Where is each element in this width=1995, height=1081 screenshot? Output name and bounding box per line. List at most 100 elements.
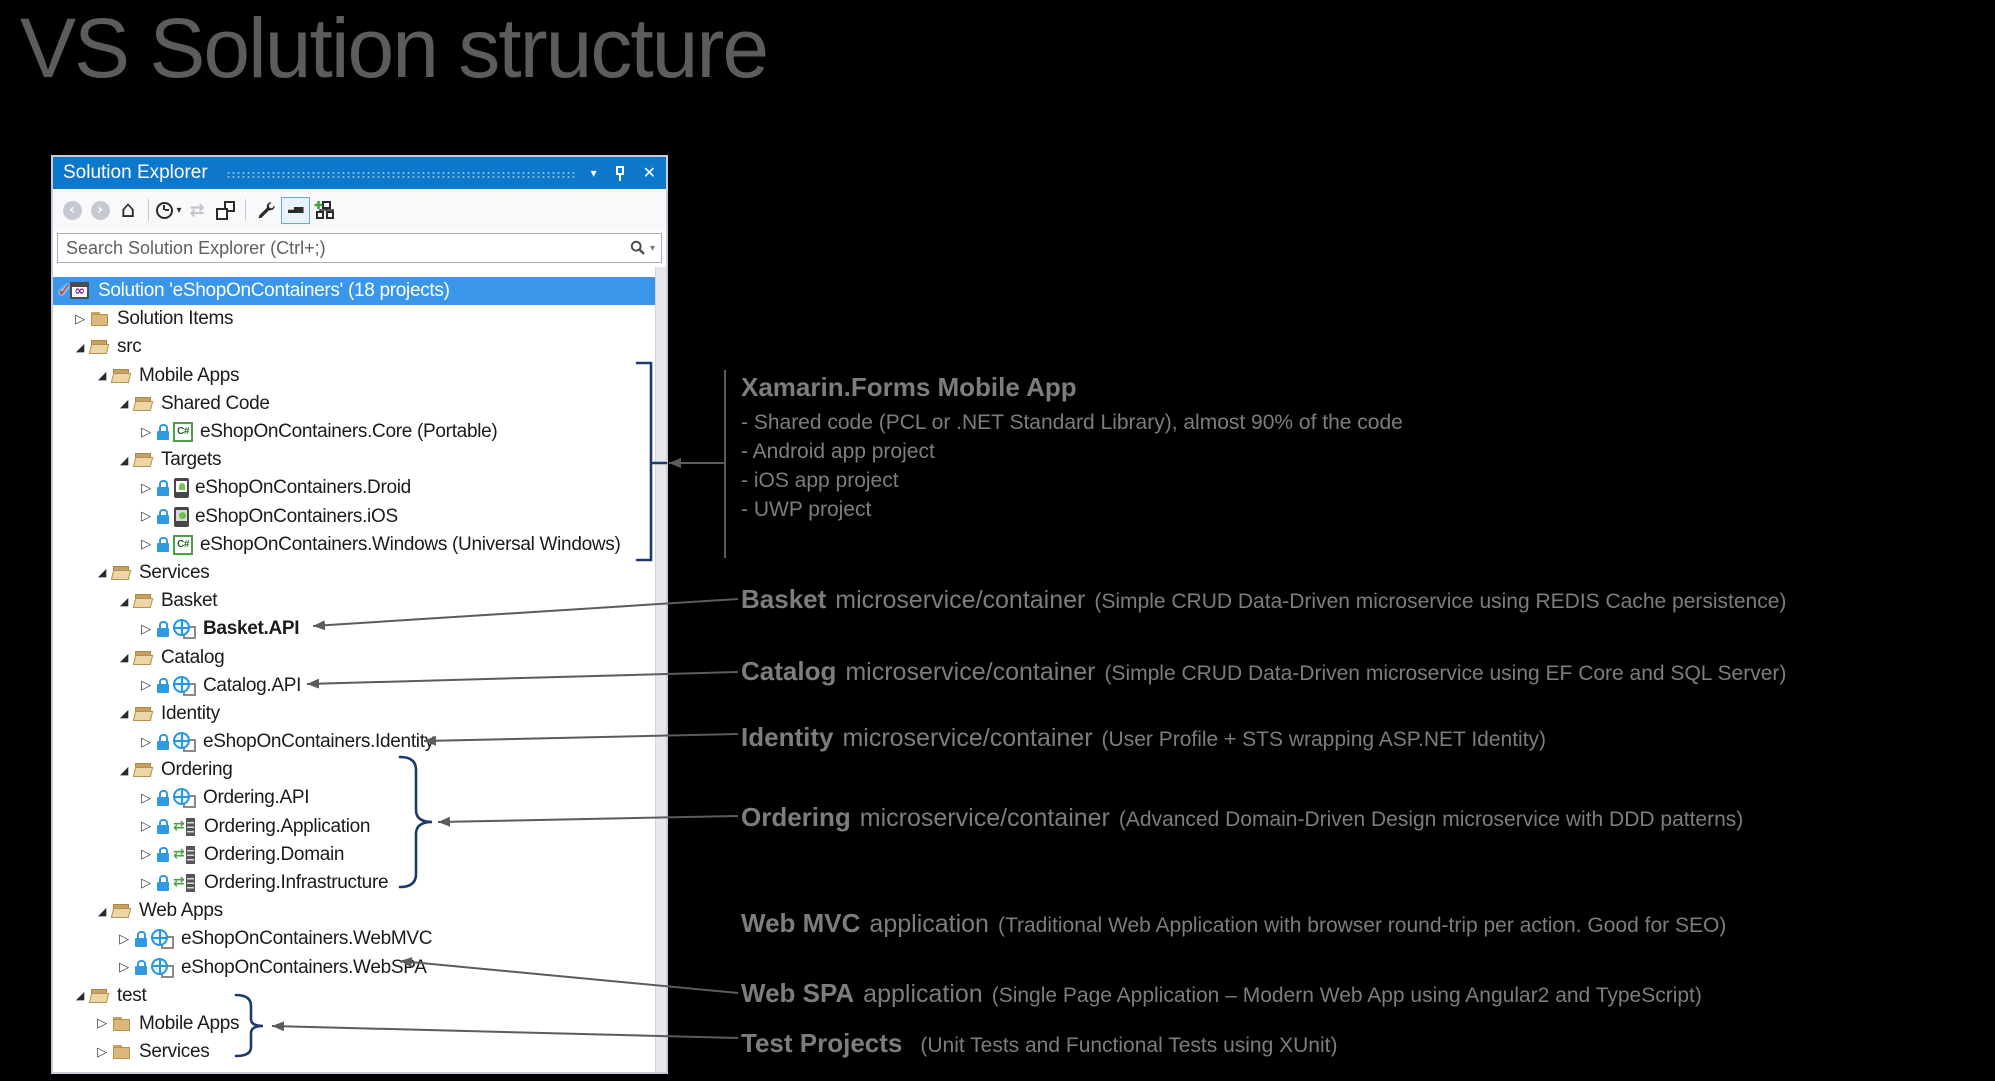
callout-mid: application	[869, 910, 989, 938]
tree-item-label: Basket.API	[203, 618, 300, 640]
tree-row[interactable]: ◢ Catalog	[53, 643, 655, 671]
expander-collapsed-icon[interactable]: ▷	[141, 480, 151, 496]
expander-expanded-icon[interactable]: ◢	[75, 989, 85, 1003]
tree-row[interactable]: ▷ eShopOnContainers.Identity	[53, 728, 655, 756]
tree-item-label: src	[117, 336, 142, 358]
expander-expanded-icon[interactable]: ◢	[119, 594, 129, 608]
expander-collapsed-icon[interactable]: ▷	[119, 931, 129, 947]
tree-item-label: Ordering.Application	[204, 815, 371, 837]
tree-row[interactable]: ▷eShopOnContainers.Core (Portable)	[53, 418, 655, 446]
lock-icon	[156, 619, 170, 639]
folder-open-icon	[134, 704, 154, 724]
expander-expanded-icon[interactable]: ◢	[119, 651, 129, 665]
expander-expanded-icon[interactable]: ◢	[97, 566, 107, 580]
sync-with-active-document-button[interactable]	[312, 195, 338, 225]
expander-collapsed-icon[interactable]: ▷	[141, 790, 151, 806]
tree-row[interactable]: ▷Solution Items	[53, 305, 655, 333]
expander-collapsed-icon[interactable]: ▷	[141, 509, 151, 525]
tree-row[interactable]: ▷ Basket.API	[53, 615, 655, 643]
web-project-icon	[173, 619, 196, 640]
web-project-icon	[151, 929, 174, 950]
lock-icon	[156, 732, 170, 752]
tree-row[interactable]: ◢Shared Code	[53, 390, 655, 418]
window-position-menu-icon[interactable]: ▾	[590, 166, 597, 180]
expander-collapsed-icon[interactable]: ▷	[119, 960, 129, 976]
tree-row[interactable]: ◢Web Apps	[53, 897, 655, 925]
expander-collapsed-icon[interactable]: ▷	[141, 819, 151, 835]
lock-icon	[156, 422, 170, 442]
expander-collapsed-icon[interactable]: ▷	[141, 424, 151, 440]
tree-row[interactable]: ▷ Ordering.Application	[53, 813, 655, 841]
pin-icon[interactable]	[613, 165, 627, 182]
tree-row[interactable]: ▷Ordering.Domain	[53, 841, 655, 869]
expander-expanded-icon[interactable]: ◢	[97, 369, 107, 383]
tree-row[interactable]: ▷ Ordering.API	[53, 784, 655, 812]
tree-row-solution[interactable]: Solution 'eShopOnContainers' (18 project…	[53, 277, 655, 306]
collapse-all-button[interactable]	[212, 195, 238, 225]
tree-row[interactable]: ◢Targets	[53, 446, 655, 474]
expander-collapsed-icon[interactable]: ▷	[141, 847, 151, 863]
panel-toolbar: ‹ › ⌂ ▾ ⇄	[53, 189, 666, 231]
search-options-caret-icon[interactable]: ▾	[649, 242, 655, 254]
tree-row[interactable]: ◢ Ordering	[53, 756, 655, 784]
expander-expanded-icon[interactable]: ◢	[119, 707, 129, 721]
tree-row[interactable]: ▷eShopOnContainers.Windows (Universal Wi…	[53, 531, 655, 559]
tree-row[interactable]: ▷Catalog.API	[53, 672, 655, 700]
expander-collapsed-icon[interactable]: ▷	[97, 1044, 107, 1060]
pending-changes-history-button[interactable]: ▾	[156, 195, 182, 225]
expander-expanded-icon[interactable]: ◢	[119, 453, 129, 467]
tree-item-label: eShopOnContainers.Identity	[203, 731, 434, 753]
search-icon[interactable]	[630, 240, 646, 256]
tree-row[interactable]: ◢ test	[53, 982, 655, 1010]
expander-collapsed-icon[interactable]: ▷	[141, 734, 151, 750]
tree-row[interactable]: ▷eShopOnContainers.WebMVC	[53, 925, 655, 953]
folder-open-icon	[90, 337, 110, 357]
tree-row[interactable]: ▷eShopOnContainers.iOS	[53, 503, 655, 531]
forward-button[interactable]: ›	[87, 195, 113, 225]
expander-collapsed-icon[interactable]: ▷	[141, 678, 151, 694]
expander-expanded-icon[interactable]: ◢	[97, 904, 107, 918]
panel-titlebar: Solution Explorer ▾ ✕	[53, 157, 666, 189]
lock-icon	[156, 788, 170, 808]
refresh-button[interactable]: ⇄	[184, 195, 210, 225]
tree-item-label: Ordering	[161, 759, 233, 781]
titlebar-grip[interactable]	[225, 170, 575, 180]
expander-collapsed-icon[interactable]: ▷	[97, 1016, 107, 1032]
tree-row[interactable]: ▷Ordering.Infrastructure	[53, 869, 655, 897]
expander-expanded-icon[interactable]: ◢	[119, 397, 129, 411]
back-button[interactable]: ‹	[59, 195, 85, 225]
preview-selected-items-button[interactable]	[281, 196, 310, 224]
expander-collapsed-icon[interactable]: ▷	[141, 621, 151, 637]
expander-collapsed-icon[interactable]: ▷	[141, 875, 151, 891]
home-button[interactable]: ⌂	[115, 195, 141, 225]
tree-row[interactable]: ◢Mobile Apps	[53, 362, 655, 390]
tree-row[interactable]: ◢ Basket	[53, 587, 655, 615]
properties-button[interactable]	[253, 195, 279, 225]
tree-row[interactable]: ▷eShopOnContainers.WebSPA	[53, 954, 655, 982]
expander-collapsed-icon[interactable]: ▷	[75, 311, 85, 327]
wrench-icon	[258, 201, 275, 218]
tree-item-label: Ordering.API	[203, 787, 310, 809]
close-icon[interactable]: ✕	[642, 163, 656, 182]
search-input[interactable]	[58, 237, 630, 259]
tree-row[interactable]: ▷eShopOnContainers.Droid	[53, 474, 655, 502]
vertical-scrollbar[interactable]	[655, 267, 666, 1072]
web-project-icon	[151, 957, 174, 978]
page-title: VS Solution structure	[20, 1, 769, 95]
lock-icon	[134, 958, 148, 978]
tree-row[interactable]: ◢ src	[53, 333, 655, 361]
tree-row[interactable]: ◢Identity	[53, 700, 655, 728]
expander-collapsed-icon[interactable]: ▷	[141, 537, 151, 553]
tree-item-label: Basket	[161, 590, 218, 612]
library-project-icon	[173, 817, 197, 837]
tree-row[interactable]: ▷Services	[53, 1038, 655, 1066]
lock-icon	[156, 507, 170, 527]
tree-row[interactable]: ▷Mobile Apps	[53, 1010, 655, 1038]
tree-item-label: Catalog	[161, 646, 225, 668]
callout-paren: (Simple CRUD Data-Driven microservice us…	[1094, 590, 1787, 613]
callout-name: Test Projects	[741, 1028, 903, 1058]
tree-row[interactable]: ◢Services	[53, 559, 655, 587]
tree-item-label: test	[117, 984, 147, 1006]
expander-expanded-icon[interactable]: ◢	[75, 340, 85, 354]
expander-expanded-icon[interactable]: ◢	[119, 763, 129, 777]
